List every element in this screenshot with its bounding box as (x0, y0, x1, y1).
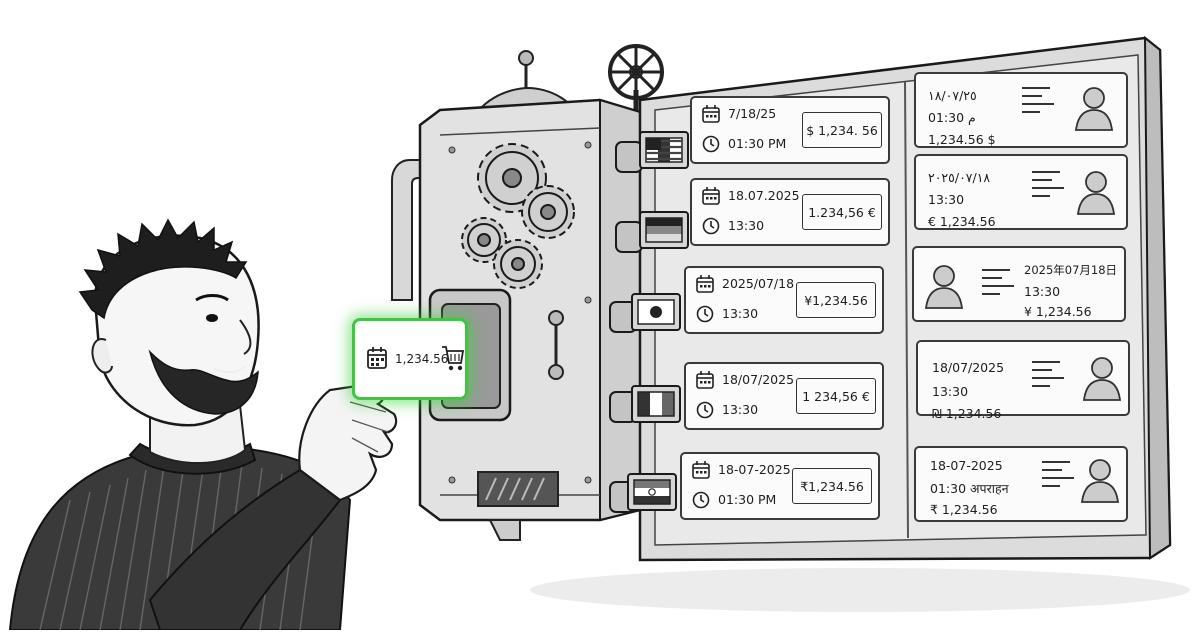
connector-nozzles (609, 141, 643, 513)
calendar-icon (367, 347, 387, 369)
person-avatar-icon (1082, 357, 1122, 401)
person-avatar-icon (1080, 459, 1120, 503)
card-time: 13:30 (728, 218, 765, 233)
card-line-amount: ¥ 1,234.56 (1024, 304, 1092, 319)
clock-icon (696, 305, 714, 323)
text-lines-icon (1032, 171, 1064, 197)
input-amount: 1,234.56 (395, 352, 449, 366)
flag-group (627, 131, 689, 511)
flag-stripe (646, 226, 682, 234)
locale-card-in: 18-07-2025 01:30 PM ₹1,234.56 (680, 452, 880, 520)
flag-stripe (662, 392, 674, 416)
person-avatar-icon (924, 265, 964, 309)
localized-card-hi: 18-07-2025 01:30 अपराहन ₹ 1,234.56 (914, 446, 1128, 522)
text-lines-icon (1042, 461, 1074, 487)
card-line-date: 18-07-2025 (930, 458, 1003, 473)
flag-wheel (648, 488, 656, 496)
card-line-time: 13:30 (1024, 284, 1061, 299)
locale-card-fr: 18/07/2025 13:30 1 234,56 € (684, 362, 884, 430)
calendar-icon (702, 187, 720, 205)
card-line-amount: 1,234.56 $ (928, 132, 996, 147)
card-line-amount: ₪ 1,234.56 (932, 406, 1002, 421)
card-line-date: ١٨/٠٧/٢٥ (928, 88, 977, 103)
clock-icon (702, 135, 720, 153)
card-date: 7/18/25 (728, 106, 777, 121)
text-lines-icon (982, 269, 1014, 295)
calendar-icon (692, 461, 710, 479)
flag-border (645, 217, 683, 243)
card-time: 01:30 PM (718, 492, 777, 507)
localized-card-ar-us: ١٨/٠٧/٢٥ م 01:30 1,234.56 $ (914, 72, 1128, 148)
locale-card-jp: 2025/07/18 13:30 ¥1,234.56 (684, 266, 884, 334)
card-time: 13:30 (722, 306, 759, 321)
flag-stripe (634, 496, 670, 504)
input-amount-card[interactable]: 1,234.56 (352, 318, 468, 400)
card-amount: ₹1,234.56 (792, 468, 872, 504)
card-date: 18/07/2025 (722, 372, 795, 387)
card-line-date: 18/07/2025 (932, 360, 1005, 375)
calendar-icon (696, 371, 714, 389)
flag-stripe (634, 488, 670, 496)
text-lines-icon (1022, 87, 1054, 113)
gear-machine (391, 44, 664, 541)
card-line-time: 01:30 अपराहन (930, 481, 1009, 496)
flag-stripe (634, 480, 670, 488)
card-time: 01:30 PM (728, 136, 787, 151)
flag-stripe (670, 138, 682, 162)
card-line-date: ٢٠٢٥/٠٧/١٨ (928, 170, 991, 185)
card-amount: ¥1,234.56 (796, 282, 876, 318)
localized-card-ar-eu: ٢٠٢٥/٠٧/١٨ 13:30 € 1,234.56 (914, 154, 1128, 230)
card-amount: 1.234,56 € (802, 194, 882, 230)
clock-icon (692, 491, 710, 509)
card-date: 2025/07/18 (722, 276, 795, 291)
flag-stripe (646, 218, 682, 226)
card-line-time: 13:30 (928, 192, 965, 207)
flag-stripe (646, 234, 682, 242)
card-line-amount: ₹ 1,234.56 (930, 502, 998, 517)
card-line-date: 2025年07月18日 (1024, 263, 1118, 277)
calendar-icon (702, 105, 720, 123)
flag-stripe (638, 300, 650, 324)
text-lines-icon (1032, 361, 1064, 387)
locale-card-us: 7/18/25 01:30 PM $ 1,234. 56 (690, 96, 890, 164)
card-amount: 1 234,56 € (796, 378, 876, 414)
card-date: 18-07-2025 (718, 462, 791, 477)
calendar-icon (696, 275, 714, 293)
card-line-amount: € 1,234.56 (928, 214, 996, 229)
clock-icon (696, 401, 714, 419)
card-amount: $ 1,234. 56 (802, 112, 882, 148)
person-avatar-icon (1074, 87, 1114, 131)
card-line-time: م 01:30 (928, 110, 976, 125)
man-figure (8, 218, 398, 631)
locale-card-de: 18.07.2025 13:30 1.234,56 € (690, 178, 890, 246)
flag-border (637, 391, 675, 417)
clock-icon (702, 217, 720, 235)
card-time: 13:30 (722, 402, 759, 417)
flag-disc (650, 306, 662, 318)
localized-card-he: 18/07/2025 13:30 ₪ 1,234.56 (916, 340, 1130, 421)
card-date: 18.07.2025 (728, 188, 800, 203)
localized-card-ja: 2025年07月18日 13:30 ¥ 1,234.56 (912, 246, 1126, 322)
card-line-time: 13:30 (932, 384, 969, 399)
cart-icon (442, 346, 465, 371)
flag-stripe (638, 392, 650, 416)
flag-stripe (662, 300, 674, 324)
flag-stripe (650, 392, 662, 416)
flag-border (637, 299, 675, 325)
flag-border (633, 479, 671, 505)
flag-canton (646, 138, 661, 150)
person-avatar-icon (1076, 171, 1116, 215)
